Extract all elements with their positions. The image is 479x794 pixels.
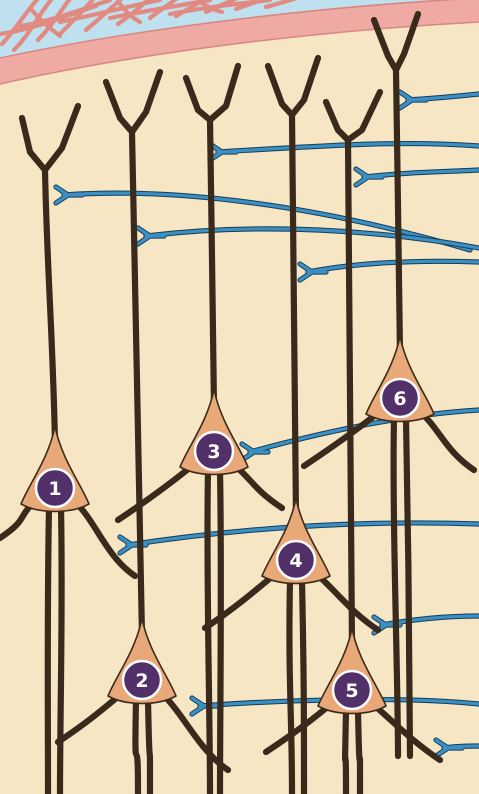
neuron-number-label: 5 [345, 680, 358, 702]
neuron-badge-5: 5 [333, 671, 371, 709]
neuron-badge-6: 6 [381, 379, 419, 417]
neuron-number-label: 2 [135, 670, 148, 692]
neuron-number-label: 1 [48, 478, 61, 500]
neuron-badge-4: 4 [277, 541, 315, 579]
neuron-number-label: 6 [393, 388, 406, 410]
neuron-number-label: 4 [289, 550, 302, 572]
neuron-number-label: 3 [207, 441, 220, 463]
neuron-badge-1: 1 [36, 469, 74, 507]
neuron-badge-2: 2 [123, 661, 161, 699]
neuron-badge-3: 3 [195, 432, 233, 470]
